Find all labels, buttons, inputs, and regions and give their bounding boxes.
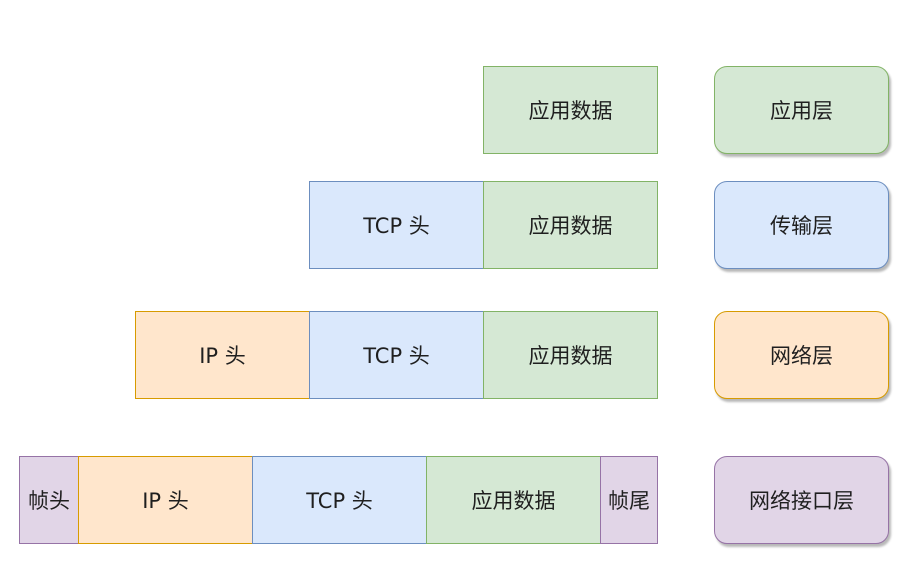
row-application-app-data: 应用数据 [483,66,658,154]
layer-link: 网络接口层 [714,456,889,544]
row-transport-tcp-header: TCP 头 [309,181,484,269]
row-link-frame-header: 帧头 [19,456,79,544]
layer-transport: 传输层 [714,181,889,269]
row-network-app-data: 应用数据 [483,311,658,399]
layer-application: 应用层 [714,66,889,154]
row-network-tcp-header: TCP 头 [309,311,484,399]
row-link-tcp-header: TCP 头 [252,456,427,544]
row-link-frame-trailer: 帧尾 [600,456,658,544]
row-link-ip-header: IP 头 [78,456,253,544]
row-transport-app-data: 应用数据 [483,181,658,269]
row-network-ip-header: IP 头 [135,311,310,399]
layer-network: 网络层 [714,311,889,399]
row-link-app-data: 应用数据 [426,456,601,544]
